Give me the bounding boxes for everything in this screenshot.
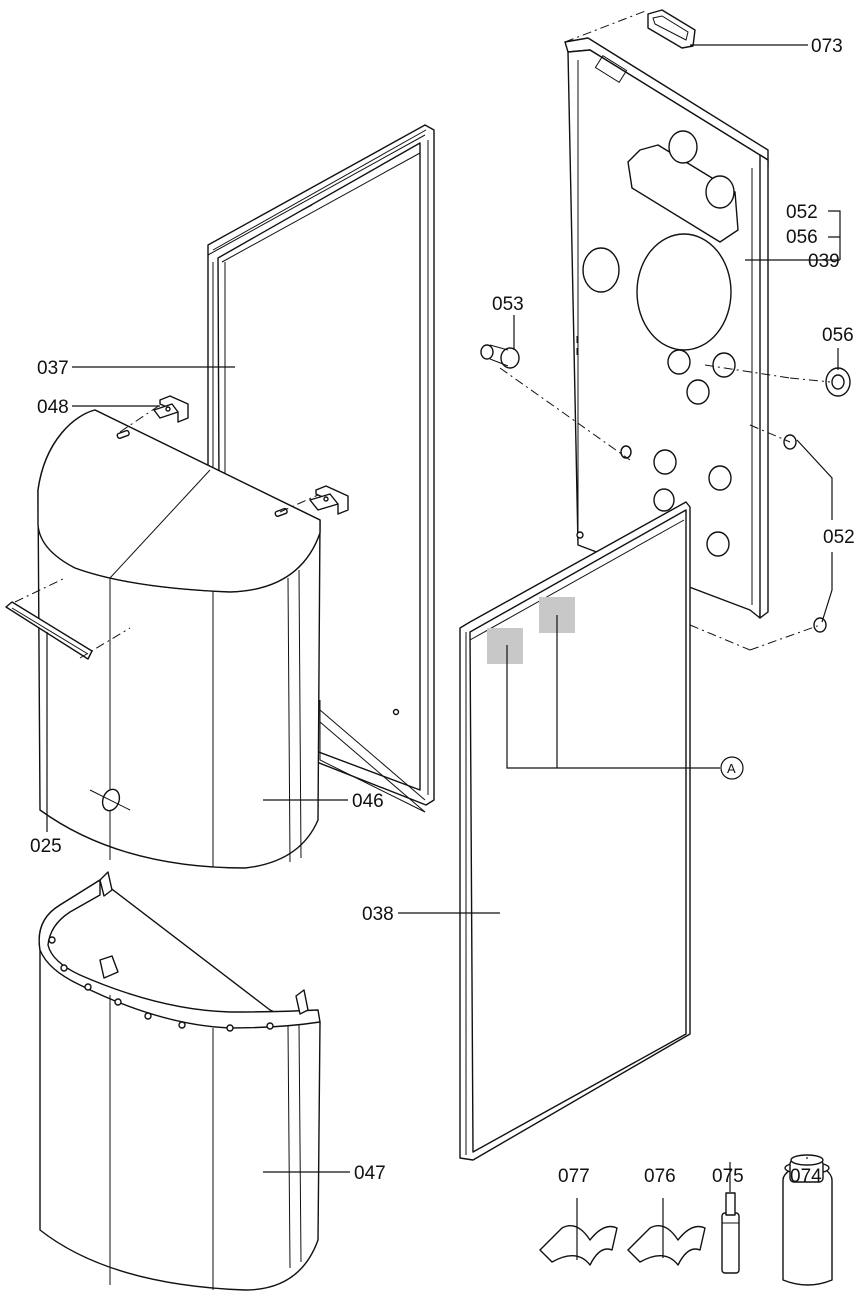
callout-038: 038 (362, 904, 394, 925)
part-048-bracket-left (153, 395, 189, 423)
part-073-clip (647, 9, 696, 49)
callout-048: 048 (37, 397, 69, 418)
callout-052-right: 052 (823, 527, 855, 548)
callout-056-top: 056 (786, 227, 818, 248)
part-053-knob (480, 344, 520, 369)
part-077-manual (539, 1225, 618, 1266)
callout-077: 077 (558, 1166, 590, 1187)
callout-a: A (727, 761, 736, 776)
part-075-touchup-pen (721, 1192, 740, 1274)
part-039-back-panel (564, 37, 769, 619)
part-046-upper-casing (37, 409, 321, 869)
callout-labels: 073 052 056 039 053 056 037 048 052 A 04… (30, 36, 855, 1187)
callout-053: 053 (492, 294, 524, 315)
callout-037: 037 (37, 358, 69, 379)
assembly-lines (14, 9, 831, 659)
leader-lines (46, 44, 841, 1260)
callout-076: 076 (644, 1166, 676, 1187)
callout-046: 046 (352, 791, 384, 812)
label-patch-1 (487, 628, 523, 664)
callout-a-circle (720, 756, 744, 780)
callout-074: 074 (790, 1166, 822, 1187)
part-048-bracket-right (309, 485, 349, 515)
part-076-manual (627, 1225, 706, 1266)
callout-039: 039 (808, 251, 840, 272)
part-038-door-panel (459, 501, 691, 1161)
callout-056-right: 056 (822, 325, 854, 346)
callout-052-top: 052 (786, 202, 818, 223)
part-047-lower-casing (38, 871, 321, 1291)
callout-075: 075 (712, 1166, 744, 1187)
callout-073: 073 (811, 36, 843, 57)
callout-047: 047 (354, 1163, 386, 1184)
part-056-grommet (825, 367, 851, 397)
callout-025: 025 (30, 836, 62, 857)
part-074-spray-can (782, 1154, 833, 1286)
